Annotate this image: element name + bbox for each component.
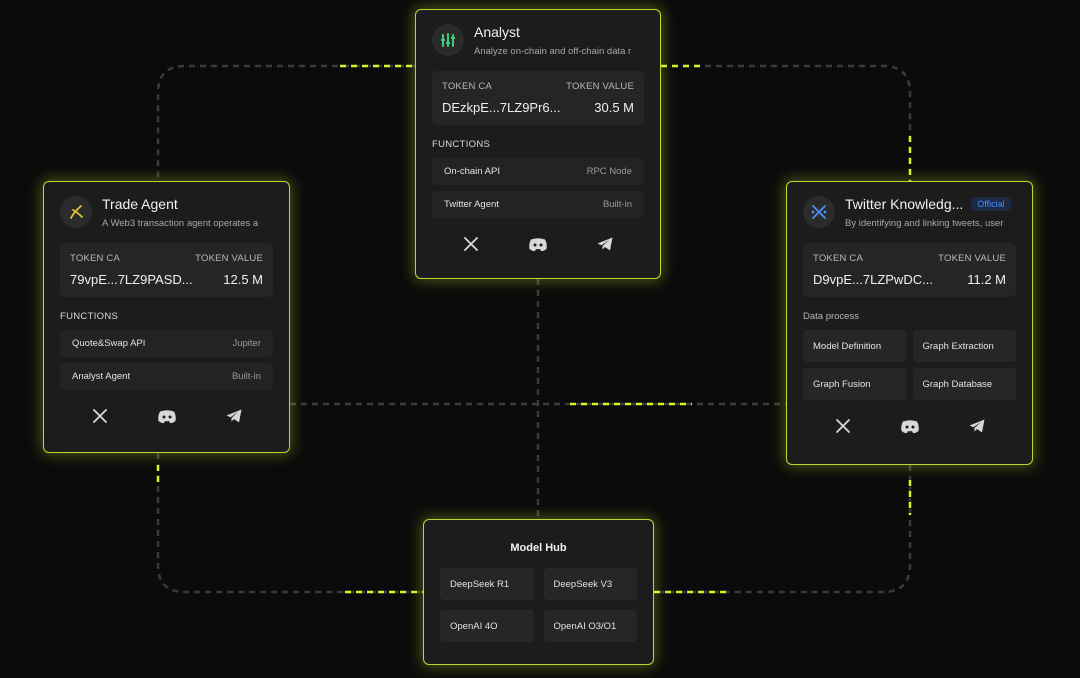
telegram-icon[interactable] <box>963 412 991 440</box>
social-links <box>60 402 273 430</box>
agent-description: By identifying and linking tweets, user <box>845 218 1004 229</box>
model-item[interactable]: DeepSeek R1 <box>440 568 534 600</box>
model-item[interactable]: OpenAI O3/O1 <box>543 610 637 642</box>
function-provider: Built-in <box>231 371 261 382</box>
process-step[interactable]: Model Definition <box>803 330 907 362</box>
telegram-icon[interactable] <box>591 230 619 258</box>
chart-bars-icon <box>432 24 464 56</box>
function-provider: Jupiter <box>232 338 261 349</box>
token-value: 30.5 M <box>594 100 634 115</box>
social-links <box>803 412 1016 440</box>
process-step[interactable]: Graph Database <box>912 368 1016 400</box>
analyst-agent-card[interactable]: Analyst Analyze on-chain and off-chain d… <box>415 9 661 279</box>
function-name: Twitter Agent <box>444 199 499 210</box>
function-provider: RPC Node <box>586 166 632 177</box>
token-value-label: TOKEN VALUE <box>195 253 263 264</box>
function-name: Analyst Agent <box>72 371 131 382</box>
agent-title: Analyst <box>474 24 520 40</box>
agent-title: Twitter Knowledg... <box>845 196 964 212</box>
function-item[interactable]: Quote&Swap API Jupiter <box>60 330 273 357</box>
agent-description: A Web3 transaction agent operates a <box>102 218 259 229</box>
x-icon[interactable] <box>829 412 857 440</box>
model-hub-title: Model Hub <box>510 542 567 554</box>
data-process-grid: Model Definition Graph Extraction Graph … <box>803 330 1016 400</box>
function-item[interactable]: Twitter Agent Built-in <box>432 191 644 218</box>
token-ca-value[interactable]: D9vpE...7LZPwDC... <box>813 272 933 287</box>
social-links <box>432 230 644 258</box>
token-ca-label: TOKEN CA <box>70 253 120 264</box>
function-item[interactable]: On-chain API RPC Node <box>432 158 644 185</box>
token-value-label: TOKEN VALUE <box>938 253 1006 264</box>
token-ca-value[interactable]: DEzkpE...7LZ9Pr6... <box>442 100 561 115</box>
network-x-icon <box>803 196 835 228</box>
token-value-label: TOKEN VALUE <box>566 81 634 92</box>
model-grid: DeepSeek R1 DeepSeek V3 OpenAI 4O OpenAI… <box>440 568 637 642</box>
agent-description: Analyze on-chain and off-chain data r <box>474 46 632 57</box>
token-value: 11.2 M <box>967 272 1006 287</box>
model-hub-card[interactable]: Model Hub DeepSeek R1 DeepSeek V3 OpenAI… <box>423 519 654 665</box>
token-info: TOKEN CA TOKEN VALUE DEzkpE...7LZ9Pr6...… <box>432 71 644 125</box>
function-provider: Built-in <box>602 199 632 210</box>
telegram-icon[interactable] <box>220 402 248 430</box>
token-info: TOKEN CA TOKEN VALUE 79vpE...7LZ9PASD...… <box>60 243 273 297</box>
token-info: TOKEN CA TOKEN VALUE D9vpE...7LZPwDC... … <box>803 243 1016 297</box>
function-item[interactable]: Analyst Agent Built-in <box>60 363 273 390</box>
jupiter-logo-icon <box>60 196 92 228</box>
token-ca-value[interactable]: 79vpE...7LZ9PASD... <box>70 272 193 287</box>
official-badge: Official <box>971 197 1011 211</box>
x-icon[interactable] <box>86 402 114 430</box>
token-ca-label: TOKEN CA <box>813 253 863 264</box>
discord-icon[interactable] <box>524 230 552 258</box>
function-name: On-chain API <box>444 166 500 177</box>
trade-agent-card[interactable]: Trade Agent A Web3 transaction agent ope… <box>43 181 290 453</box>
discord-icon[interactable] <box>153 402 181 430</box>
twitter-knowledge-card[interactable]: Twitter Knowledg... Official By identify… <box>786 181 1033 465</box>
model-item[interactable]: DeepSeek V3 <box>543 568 637 600</box>
model-item[interactable]: OpenAI 4O <box>440 610 534 642</box>
data-process-heading: Data process <box>803 311 859 322</box>
process-step[interactable]: Graph Extraction <box>912 330 1016 362</box>
function-name: Quote&Swap API <box>72 338 146 349</box>
agent-title: Trade Agent <box>102 196 178 212</box>
x-icon[interactable] <box>457 230 485 258</box>
token-ca-label: TOKEN CA <box>442 81 492 92</box>
discord-icon[interactable] <box>896 412 924 440</box>
functions-heading: FUNCTIONS <box>60 311 119 322</box>
process-step[interactable]: Graph Fusion <box>803 368 907 400</box>
token-value: 12.5 M <box>223 272 263 287</box>
functions-heading: FUNCTIONS <box>432 139 491 150</box>
